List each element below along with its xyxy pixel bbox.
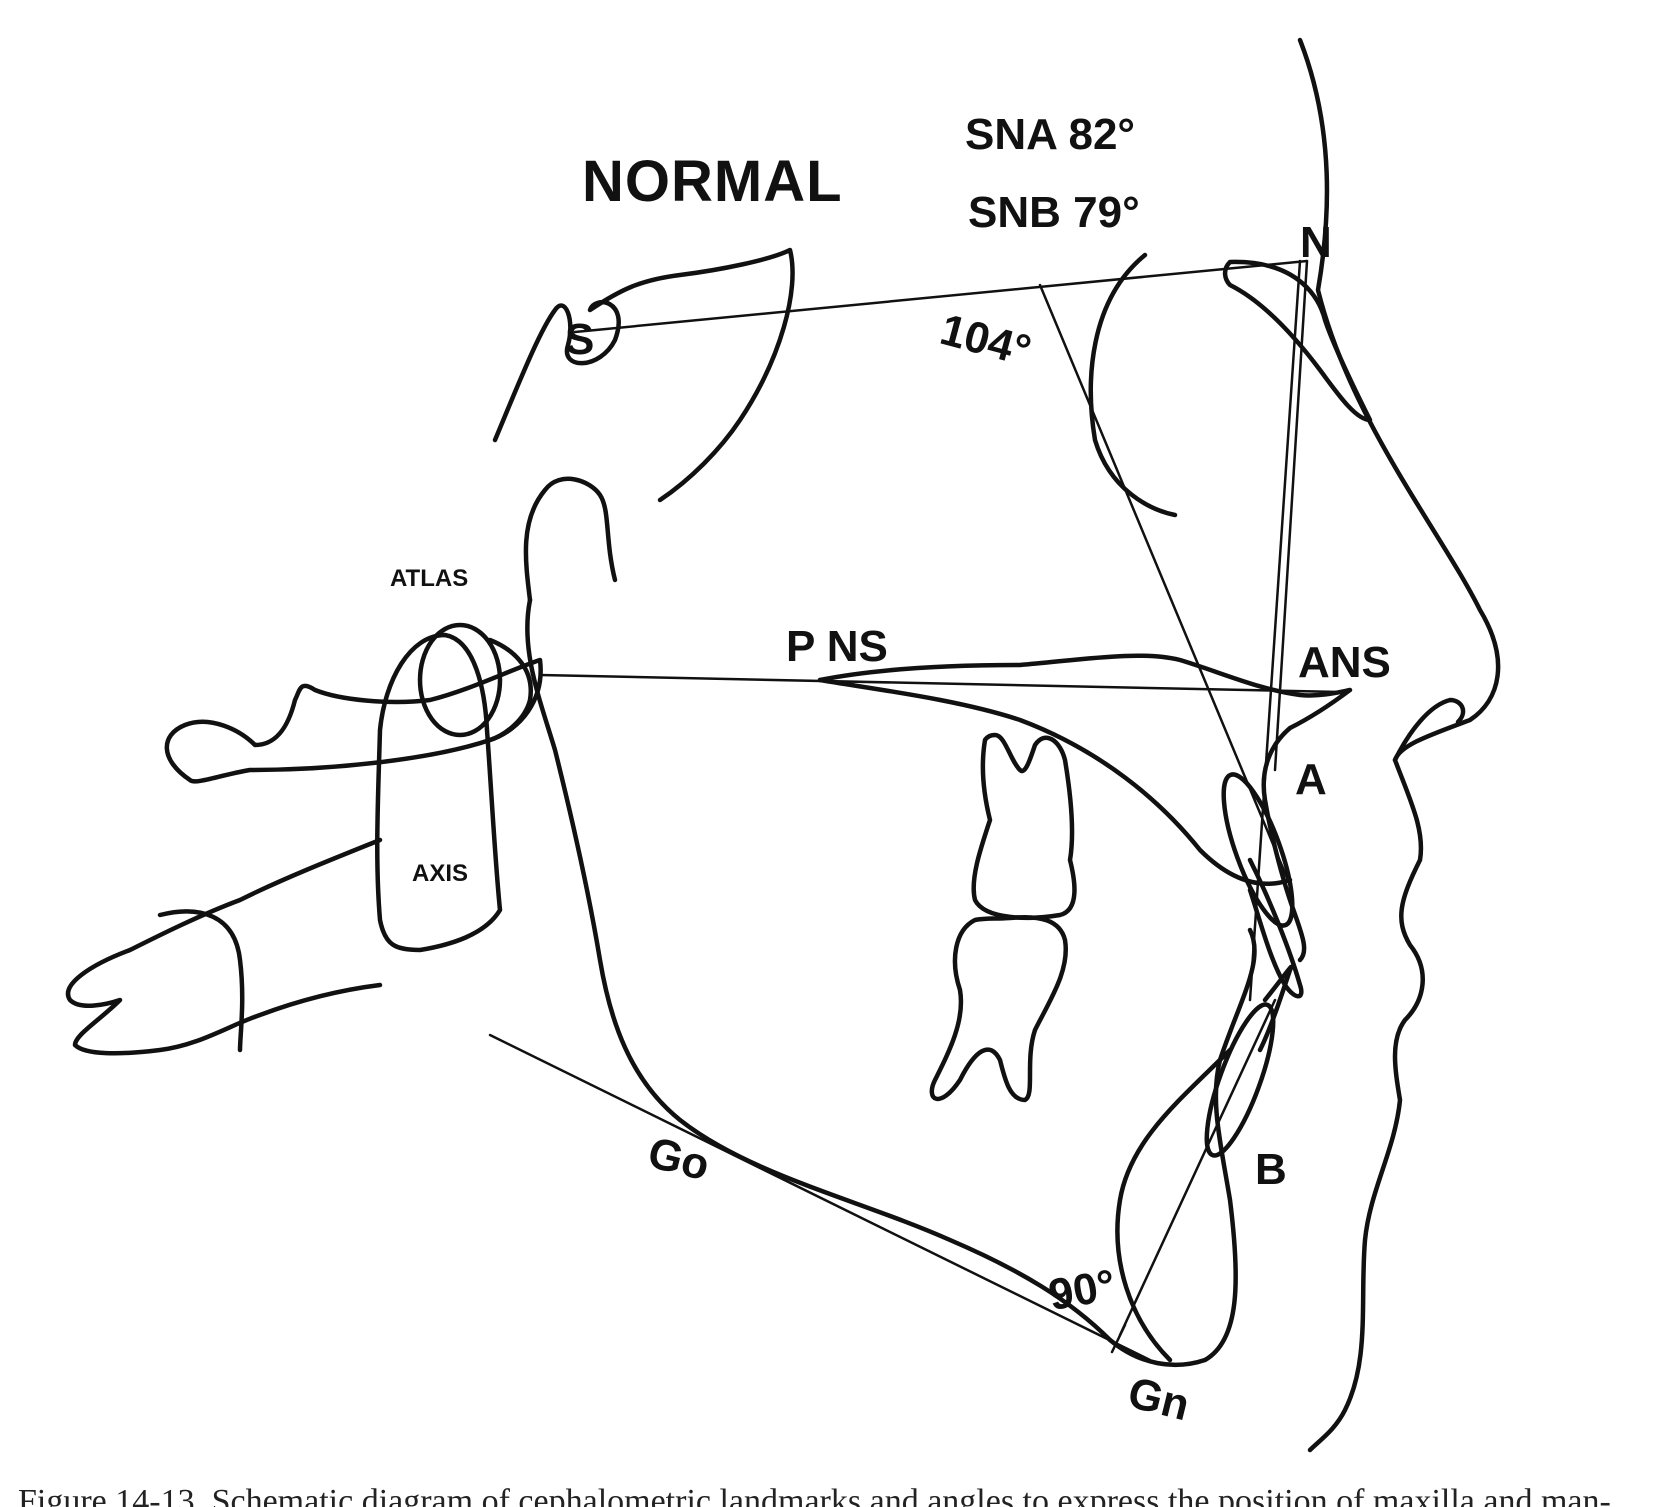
symphysis — [1115, 1047, 1233, 1363]
palate-lower — [817, 677, 1293, 886]
landmark-n: N — [1300, 218, 1332, 267]
axis-label: AXIS — [412, 860, 469, 887]
right-angle-tick — [1110, 1323, 1127, 1354]
upper-incisor-crown — [1247, 857, 1304, 999]
sella-turcica — [492, 247, 795, 503]
diagram-title: NORMAL — [582, 149, 843, 214]
axis-vertebra — [375, 632, 503, 953]
lower-incisor — [1204, 1002, 1276, 1158]
c3-vertebra — [65, 837, 383, 1056]
reference-lines — [488, 259, 1342, 1362]
c3-body — [157, 909, 245, 1053]
atlas-ring — [417, 622, 503, 738]
lower-molar — [929, 915, 1069, 1103]
landmark-pns: P NS — [786, 622, 888, 671]
incisor-axis-line — [1118, 998, 1277, 1337]
lower-incisor-crown — [1257, 964, 1294, 1053]
figure-caption: Figure 14-13. Schematic diagram of cepha… — [18, 1483, 1611, 1507]
anatomy-outlines — [65, 37, 1501, 1453]
ramus — [525, 597, 1257, 1367]
landmark-s: S — [565, 315, 595, 364]
nasal-bone — [1222, 259, 1373, 423]
orbit — [1088, 252, 1178, 518]
upper-molar — [971, 732, 1077, 920]
landmark-ans: ANS — [1298, 638, 1391, 687]
upper-incisor — [1221, 772, 1295, 928]
s-gn-perpendicular — [1038, 283, 1292, 887]
clivus — [523, 476, 618, 603]
atlas-label: ATLAS — [390, 565, 469, 592]
landmark-a: A — [1295, 755, 1327, 804]
atlas-anterior-arch — [487, 637, 534, 743]
sn-line — [573, 259, 1309, 334]
mandibular-plane — [488, 1033, 1152, 1362]
sna-measurement: SNA 82° — [965, 110, 1136, 159]
nostril-curl — [1392, 697, 1466, 763]
snb-measurement: SNB 79° — [968, 188, 1140, 237]
landmark-b: B — [1255, 1145, 1287, 1194]
palate — [817, 653, 1353, 963]
palatal-plane — [538, 673, 1342, 694]
